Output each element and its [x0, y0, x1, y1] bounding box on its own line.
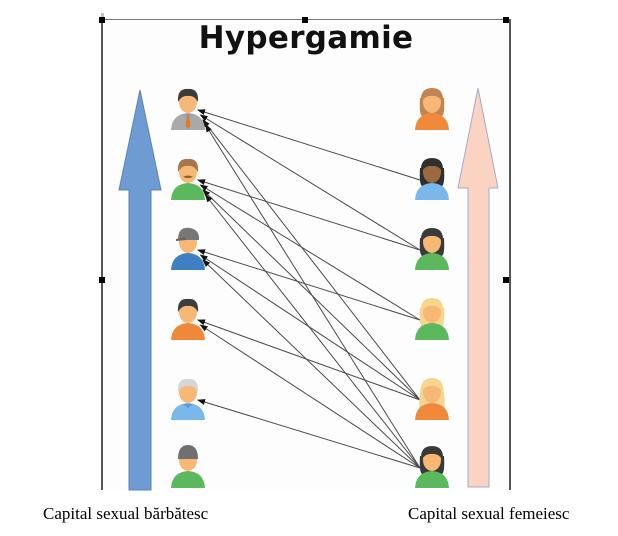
people-icons [171, 88, 449, 488]
connector-w5-to-m2 [202, 189, 421, 401]
elder-man-icon [171, 378, 205, 420]
beanie-man-icon [171, 445, 205, 488]
short-hair-woman-icon [415, 228, 449, 270]
connector-w2-to-m1 [197, 109, 421, 181]
resize-handle-top-left[interactable] [99, 17, 105, 23]
female-capital-label: Capital sexual femeiesc [408, 504, 570, 523]
blonde-long-woman-icon [415, 378, 449, 420]
cap-man-icon [171, 227, 205, 270]
connector-w3-to-m1 [199, 114, 421, 251]
dark-woman-icon [415, 158, 449, 200]
connector-w5-to-m4 [197, 319, 421, 401]
blonde-short-woman-icon [415, 298, 449, 340]
resize-handle-middle-right[interactable] [503, 277, 509, 283]
female-capital-arrow [457, 87, 499, 488]
connector-w4-to-m3 [197, 249, 421, 321]
man-orange-icon [171, 298, 205, 340]
connector-w6-to-m2 [204, 194, 421, 469]
connector-lines [197, 109, 421, 469]
bob-hair-woman-icon [415, 446, 449, 488]
resize-handle-top-center[interactable] [302, 17, 308, 23]
resize-handle-top-right[interactable] [503, 17, 509, 23]
connector-w6-to-m5 [197, 399, 421, 469]
connector-w3-to-m2 [197, 179, 421, 251]
diagram-title: Hypergamie [198, 20, 414, 56]
brown-hair-woman-icon [415, 88, 449, 130]
resize-handle-middle-left[interactable] [99, 277, 105, 283]
connector-w5-to-m3 [199, 254, 421, 401]
selection-marker [101, 13, 104, 17]
mustache-man-icon [171, 158, 205, 200]
male-capital-label: Capital sexual bărbătesc [43, 504, 209, 523]
connector-w6-to-m4 [199, 324, 421, 469]
businessman-icon [171, 88, 205, 130]
connector-w4-to-m2 [199, 184, 421, 321]
male-capital-arrow [118, 89, 162, 491]
connector-w5-to-m1 [202, 119, 421, 401]
connector-w6-to-m3 [202, 259, 421, 469]
